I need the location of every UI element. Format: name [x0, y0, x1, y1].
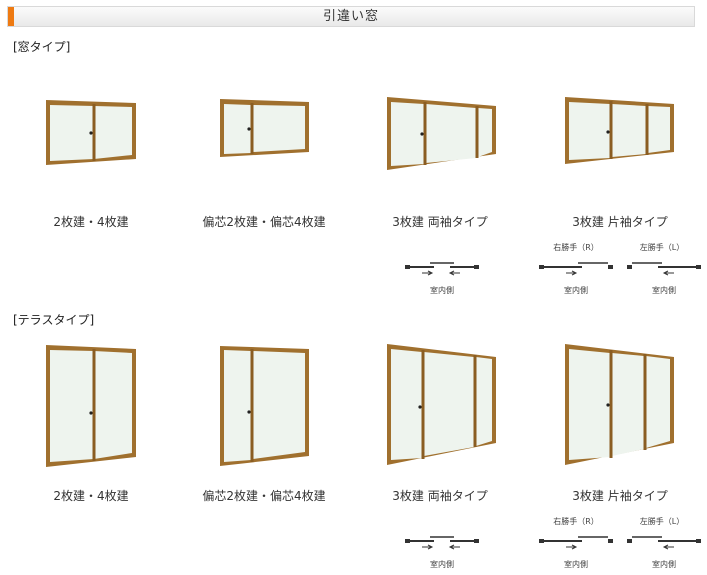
- window-3-panel-double-sleeve-image: [387, 97, 496, 170]
- terrace-3-panel-single-sleeve-image: [565, 344, 674, 465]
- terrace-indoor-side-label-l: 室内側: [652, 560, 676, 569]
- window-3-panel-single-sleeve-image: [565, 97, 674, 164]
- terrace-plan-diagram-right-hand: [539, 536, 613, 550]
- caption-2-panel: 2枚建・4枚建: [53, 215, 129, 229]
- indoor-side-label-l: 室内側: [652, 286, 676, 295]
- terrace-indoor-side-label: 室内側: [430, 560, 454, 569]
- window-offset-2-panel-image: [220, 99, 309, 157]
- indoor-side-label-r: 室内側: [564, 286, 588, 295]
- terrace-indoor-side-label-r: 室内側: [564, 560, 588, 569]
- caption-3-panel-single-sleeve: 3枚建 片袖タイプ: [572, 215, 668, 229]
- terrace-offset-2-panel-image: [220, 346, 309, 466]
- caption-terrace-offset-2-panel: 偏芯2枚建・偏芯4枚建: [202, 489, 326, 503]
- left-hand-label: 左勝手（L）: [639, 243, 685, 252]
- section-label-window: [窓タイプ]: [13, 40, 71, 54]
- terrace-3-panel-double-sleeve-image: [387, 344, 496, 465]
- caption-terrace-3-panel-double-sleeve: 3枚建 両袖タイプ: [392, 489, 488, 503]
- plan-diagram-right-hand: [539, 262, 613, 276]
- right-hand-label: 右勝手（R）: [553, 243, 599, 252]
- window-2-panel-image: [46, 100, 136, 165]
- caption-offset-2-panel: 偏芯2枚建・偏芯4枚建: [202, 215, 326, 229]
- page-title: 引違い窓: [322, 9, 379, 24]
- header-accent-bar: [8, 7, 14, 26]
- plan-diagram-double-sleeve: [405, 262, 479, 276]
- section-label-terrace: [テラスタイプ]: [13, 313, 95, 327]
- terrace-2-panel-image: [46, 345, 136, 467]
- indoor-side-label: 室内側: [430, 286, 454, 295]
- terrace-plan-diagram-left-hand: [627, 536, 701, 550]
- plan-diagram-left-hand: [627, 262, 701, 276]
- caption-3-panel-double-sleeve: 3枚建 両袖タイプ: [392, 215, 488, 229]
- caption-terrace-3-panel-single-sleeve: 3枚建 片袖タイプ: [572, 489, 668, 503]
- caption-terrace-2-panel: 2枚建・4枚建: [53, 489, 129, 503]
- terrace-plan-diagram-double-sleeve: [405, 536, 479, 550]
- terrace-right-hand-label: 右勝手（R）: [553, 517, 599, 526]
- section-header: 引違い窓: [7, 6, 695, 27]
- terrace-left-hand-label: 左勝手（L）: [639, 517, 685, 526]
